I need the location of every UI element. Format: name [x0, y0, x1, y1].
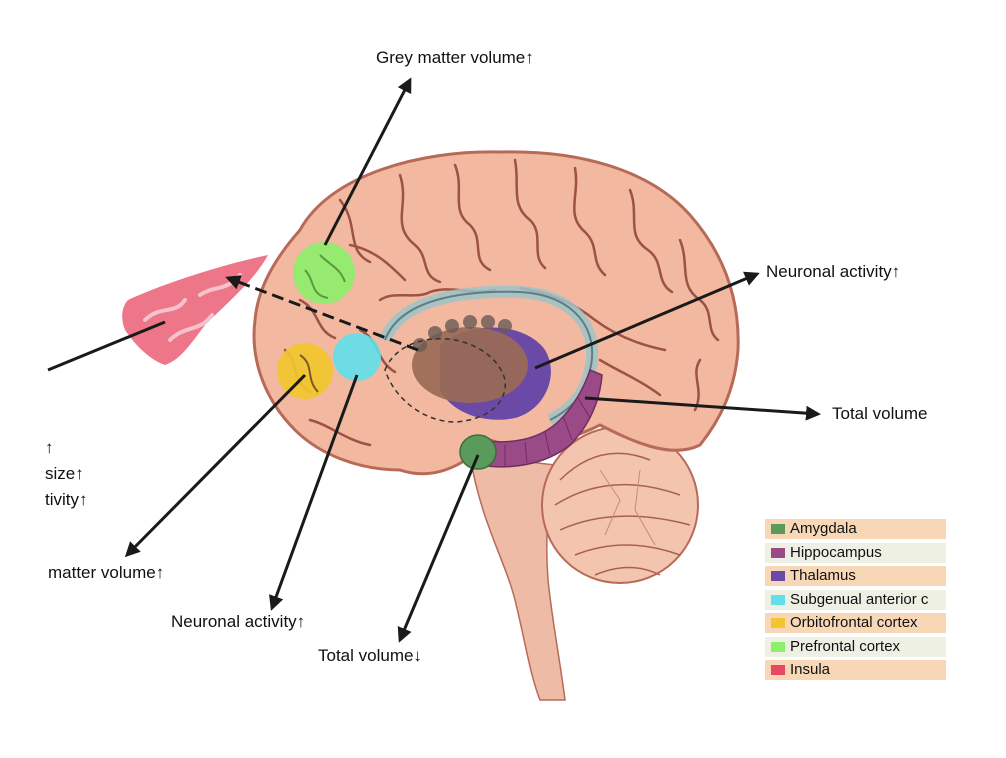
- label-grey-matter-top: Grey matter volume↑: [376, 48, 534, 67]
- legend-swatch: [771, 571, 785, 581]
- legend-swatch: [771, 665, 785, 675]
- subgenual-anterior-cingulate-region: [333, 333, 381, 381]
- legend-label: Thalamus: [790, 567, 856, 584]
- label-total-volume-right: Total volume: [832, 404, 928, 423]
- arrow-to-total-volume-bottom: [397, 454, 480, 643]
- cerebellum: [541, 426, 699, 584]
- legend-item: Insula: [765, 660, 946, 680]
- legend-label: Hippocampus: [790, 543, 882, 561]
- arrows: [47, 77, 821, 643]
- amygdala-region: [459, 434, 497, 470]
- legend-label: Subgenual anterior c: [790, 590, 929, 608]
- legend-swatch: [771, 524, 785, 534]
- label-left-size-partial: size↑: [45, 464, 84, 483]
- insula-region: [122, 255, 268, 365]
- legend-label: Prefrontal cortex: [790, 637, 901, 655]
- label-neuronal-activity-right: Neuronal activity↑: [766, 262, 901, 281]
- legend-label: Insula: [790, 661, 831, 678]
- cerebrum: [252, 150, 740, 476]
- legend-item: Subgenual anterior c: [765, 589, 946, 610]
- brainstem: [469, 454, 566, 701]
- gyri-pattern: [283, 158, 720, 447]
- label-total-volume-bottom: Total volume↓: [318, 646, 422, 665]
- legend-item: Thalamus: [765, 566, 946, 586]
- legend-item: Amygdala: [765, 519, 946, 539]
- thalamus-core: [412, 327, 528, 403]
- legend-item: Prefrontal cortex: [765, 636, 946, 657]
- legend-swatch: [771, 594, 785, 605]
- insula-outline: [384, 338, 506, 423]
- legend-swatch: [771, 618, 785, 628]
- label-left-activity-partial: tivity↑: [45, 490, 88, 509]
- label-neuronal-activity-bottom: Neuronal activity↑: [171, 612, 306, 631]
- arrow-insula-link: [225, 275, 419, 352]
- legend-swatch: [771, 547, 785, 558]
- arrow-to-left-edge: [47, 320, 166, 372]
- legend-item: Hippocampus: [765, 542, 946, 563]
- arrow-to-neuronal-activity-right: [534, 271, 760, 370]
- arrow-to-total-volume-right: [584, 396, 821, 421]
- legend-label: Orbitofrontal cortex: [790, 614, 918, 631]
- label-grey-matter-left: matter volume↑: [48, 563, 165, 582]
- arrow-to-grey-matter-left: [124, 373, 307, 558]
- arrow-to-neuronal-activity-bottom: [269, 374, 359, 611]
- arrow-to-grey-matter-top: [323, 77, 412, 246]
- legend-item: Orbitofrontal cortex: [765, 613, 946, 633]
- fornix: [413, 315, 512, 352]
- label-left-arrow-partial: ↑: [45, 438, 54, 457]
- orbitofrontal-cortex-region: [277, 343, 333, 399]
- prefrontal-cortex-region: [293, 242, 355, 304]
- legend-swatch: [771, 641, 785, 652]
- hippocampus-region: [479, 368, 603, 468]
- legend-label: Amygdala: [790, 520, 857, 537]
